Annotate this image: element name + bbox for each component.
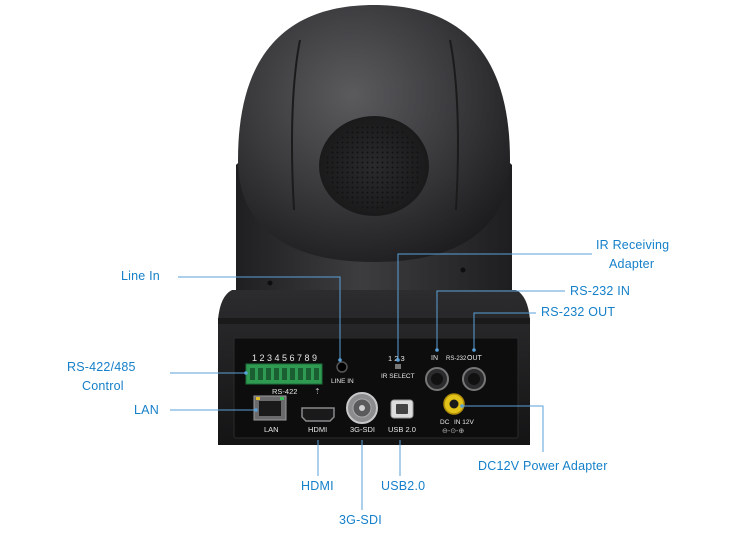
lan-led <box>256 397 260 400</box>
sdi-bnc-pin <box>359 405 365 411</box>
lan-led <box>280 397 284 400</box>
rs422-label: RS-422 <box>272 387 297 396</box>
leader-rs232-out <box>473 312 536 350</box>
terminal-screws <box>250 368 319 380</box>
leader-endpoints <box>244 348 476 412</box>
callout-rs422-control: Control <box>82 379 124 393</box>
dome-seam-left <box>291 39 301 211</box>
leader-line-in <box>178 276 341 360</box>
rs232-out-port-core <box>468 373 480 385</box>
ir-numbers: 1 2 3 <box>388 354 405 363</box>
rs232-in-label: IN <box>431 355 438 362</box>
sdi-port-label: 3G-SDI <box>350 425 375 434</box>
lan-port-label: LAN <box>264 425 279 434</box>
callout-ir-receiving: IR Receiving <box>596 238 670 252</box>
callout-hdmi: HDMI <box>301 479 334 493</box>
terminal-numbers: 1 2 3 4 5 6 7 8 9 <box>252 353 317 363</box>
leader-ir-receiving <box>397 253 592 360</box>
in12v-label: IN 12V <box>454 419 475 426</box>
lan-port-socket <box>259 401 281 416</box>
callout-rs422-485: RS-422/485 <box>67 360 136 374</box>
leader-lines <box>170 253 592 510</box>
leader-rs232-in <box>436 290 565 350</box>
callout-lan: LAN <box>134 403 159 417</box>
usb-port-label: USB 2.0 <box>388 425 416 434</box>
dome-seam-right <box>449 39 459 211</box>
ir-select-label: IR SELECT <box>381 373 415 380</box>
hdmi-arrow-icon: ⇡ <box>314 387 321 396</box>
screw <box>460 267 466 273</box>
rs232-label: RS-232 <box>446 356 467 362</box>
screw <box>267 280 273 286</box>
hdmi-port-label: HDMI <box>308 425 327 434</box>
ir-select-switch <box>395 364 401 369</box>
dc-polarity-icon: ⊖-⊙-⊕ <box>442 428 464 435</box>
line-in-jack <box>336 361 348 373</box>
callout-line-in: Line In <box>121 269 160 283</box>
callout-rs232-in: RS-232 IN <box>570 284 631 298</box>
callout-usb: USB2.0 <box>381 479 426 493</box>
callout-rs232-out: RS-232 OUT <box>541 305 616 319</box>
speaker-grille-holes <box>326 123 422 209</box>
usb-port-socket <box>396 404 408 414</box>
rs232-in-port-core <box>431 373 443 385</box>
callout-3g-sdi: 3G-SDI <box>339 513 382 527</box>
base-band <box>218 318 530 324</box>
hdmi-port <box>301 407 335 422</box>
leader-dc <box>462 405 544 452</box>
line-in-label: LINE IN <box>331 378 354 385</box>
dc-power-jack-pin <box>449 399 459 409</box>
callout-dc12v: DC12V Power Adapter <box>478 459 608 473</box>
callout-ir-receiving-adapter: Adapter <box>609 257 655 271</box>
rs232-out-label: OUT <box>467 355 483 362</box>
dc-label: DC <box>440 419 450 426</box>
